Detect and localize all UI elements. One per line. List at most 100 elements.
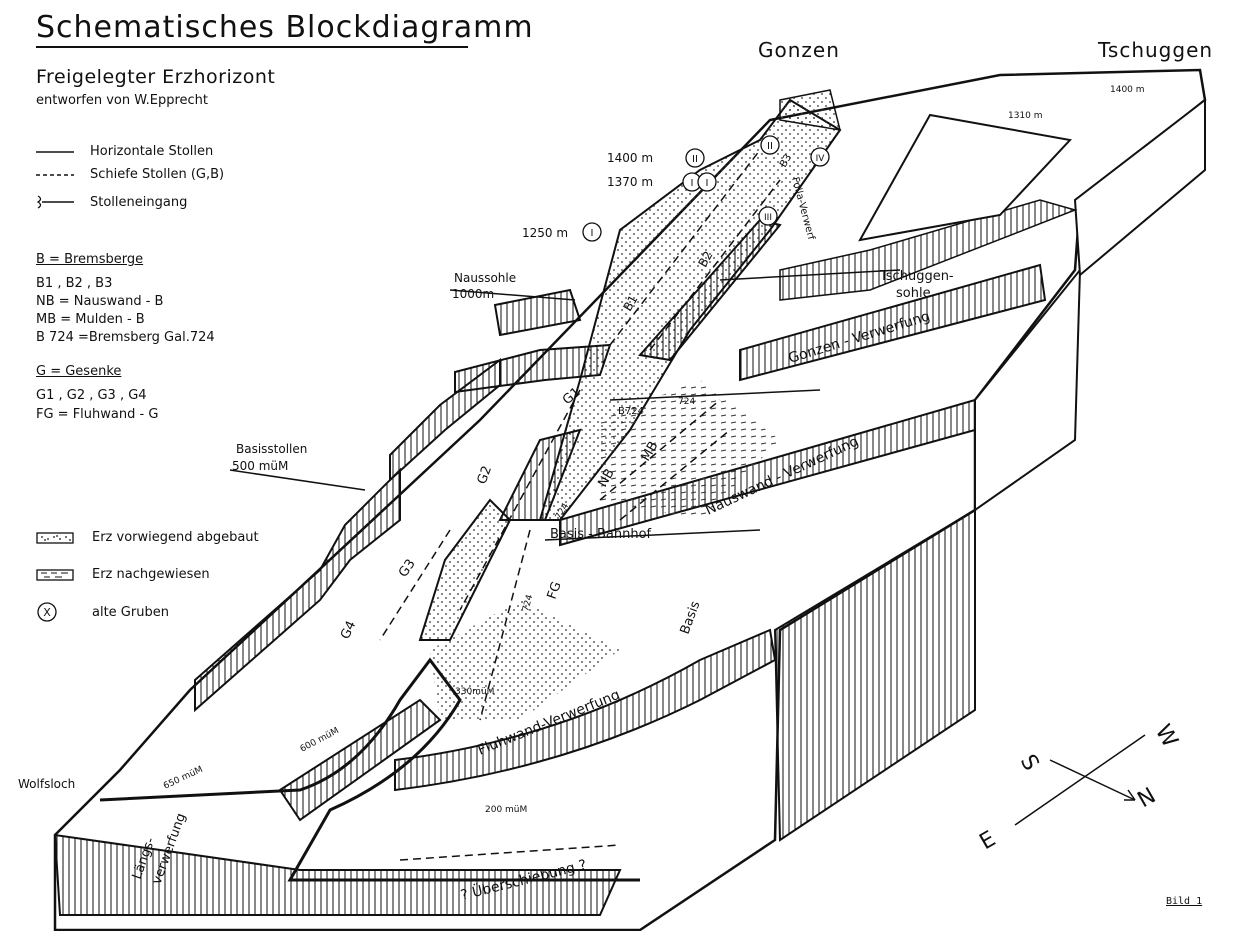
label-naussohle: Naussohle [454, 271, 516, 285]
dotted-box-icon [36, 531, 74, 544]
fluhwand-fault-band [394, 628, 777, 792]
mine-iv-circle [810, 147, 830, 167]
author-credit: entworfen von W.Epprecht [36, 93, 208, 108]
label-elev-1400: 1400 m [607, 151, 653, 165]
label-elev-1400-top: 1400 m [1110, 85, 1145, 95]
label-wolfsloch: Wolfsloch [18, 777, 75, 791]
terrace-step [194, 467, 401, 713]
label-724: 724 [521, 593, 535, 612]
incline-nb [599, 399, 721, 501]
figure-label: Bild 1 [1166, 896, 1203, 907]
tschuggen-band [779, 199, 1078, 301]
compass-line [1014, 734, 1146, 826]
label-roman-iv: IV [816, 154, 826, 164]
circle-x-icon: X [37, 602, 57, 622]
bremsberge-line: B 724 =Bremsberg Gal.724 [36, 330, 215, 345]
label-elev-1370: 1370 m [607, 175, 653, 189]
bremsberge-line: NB = Nauswand - B [36, 294, 164, 309]
peak-gonzen: Gonzen [758, 38, 840, 62]
label-roman-i: I [706, 178, 709, 189]
label-b1: B1 [620, 293, 640, 314]
label-roman-i: I [591, 228, 594, 239]
legend-label: Schiefe Stollen (G,B) [90, 167, 225, 182]
legend-alte-gruben: X alte Gruben [36, 601, 169, 623]
label-roman-ii: II [767, 141, 773, 152]
ore-mined-zone [430, 600, 620, 720]
label-724: 724 [678, 397, 695, 407]
diagram-subtitle: Freigelegter Erzhorizont [36, 66, 276, 88]
incline-b1 [609, 149, 761, 346]
tunnel-basisstollen [229, 469, 366, 491]
legend-schiefe-stollen: Schiefe Stollen (G,B) [36, 167, 224, 182]
circle-x-glyph: X [43, 606, 51, 619]
compass-e: E [976, 827, 1001, 856]
bremsberge-heading: B = Bremsberge [36, 252, 144, 267]
gesenke-line: G1 , G2 , G3 , G4 [36, 388, 147, 403]
peak-tschuggen: Tschuggen [1098, 38, 1214, 62]
incline-g2 [459, 389, 581, 611]
terrace-step [493, 288, 582, 337]
legend-label: Erz vorwiegend abgebaut [92, 530, 259, 545]
upper-plateau [858, 113, 1072, 242]
tunnel-basis-bahnhof [544, 529, 761, 541]
label-b2: B2 [695, 249, 715, 270]
gesenke-heading: G = Gesenke [36, 364, 122, 379]
tunnel-tschuggensohle [719, 269, 901, 281]
label-g4: G4 [338, 619, 359, 642]
compass-rose [1014, 734, 1146, 826]
ore-slab [638, 218, 782, 362]
tunnel-naussohle [449, 289, 576, 301]
tunnel-wolfsloch [99, 789, 301, 801]
incline-g3 [379, 529, 451, 641]
horizontal-tunnels [99, 269, 901, 801]
mine-iii-circle [758, 206, 778, 226]
label-roman-ii: II [692, 154, 698, 165]
diagram-title: Schematisches Blockdiagramm [36, 10, 534, 45]
right-upper-face [974, 267, 1082, 512]
legend-label: Stolleneingang [90, 194, 188, 210]
inclined-tunnels [379, 149, 781, 861]
incline-fg [479, 529, 531, 721]
compass-w: W [1150, 721, 1183, 753]
mine-i-circle [697, 172, 717, 192]
old-mine-markers [582, 135, 830, 242]
compass-n: N [1134, 783, 1161, 813]
legend-horizontal-stollen: Horizontale Stollen [36, 144, 213, 159]
label-tschuggensohle: sohle [896, 286, 931, 301]
tunnel-entrance-icon [36, 195, 74, 209]
legend-erz-nachgewiesen: Erz nachgewiesen [36, 567, 210, 582]
incline-ueberschiebung [399, 844, 621, 861]
label-elev-1250: 1250 m [522, 226, 568, 240]
label-b724: B724 [618, 406, 644, 417]
compass-arrow [1049, 759, 1136, 801]
mine-ii-circle [760, 135, 780, 155]
bremsberge-line: MB = Mulden - B [36, 312, 145, 327]
valley-floor [278, 698, 442, 822]
bremsberge-line: B1 , B2 , B3 [36, 276, 113, 291]
label-elev-200: 200 müM [485, 805, 527, 815]
legend-label: Erz nachgewiesen [92, 567, 210, 582]
front-face-hatched [53, 833, 622, 916]
label-roman-iii: III [764, 213, 772, 223]
label-fg: FG [545, 580, 565, 602]
far-right-face [1073, 97, 1206, 278]
ore-slab [498, 428, 582, 521]
ore-top [779, 89, 842, 131]
dashed-line-icon [36, 173, 74, 176]
label-elev-1310: 1310 m [1008, 111, 1043, 121]
legend-label: alte Gruben [92, 604, 169, 620]
label-roman-i: I [691, 178, 694, 189]
mine-ii-circle [685, 148, 705, 168]
gonzen-fault-band [739, 263, 1047, 382]
label-naussohle-elev: 1000m [452, 287, 494, 301]
label-elev-330: 330müM [455, 687, 494, 697]
label-basisstollen: Basisstollen [236, 442, 307, 456]
mine-i-circle [582, 222, 602, 242]
label-g2: G2 [475, 464, 495, 486]
gesenke-line: FG = Fluhwand - G [36, 407, 159, 422]
label-basisstollen-elev: 500 müM [232, 459, 288, 473]
title-underline [36, 46, 468, 48]
label-tschuggensohle: Tschuggen- [879, 269, 954, 284]
